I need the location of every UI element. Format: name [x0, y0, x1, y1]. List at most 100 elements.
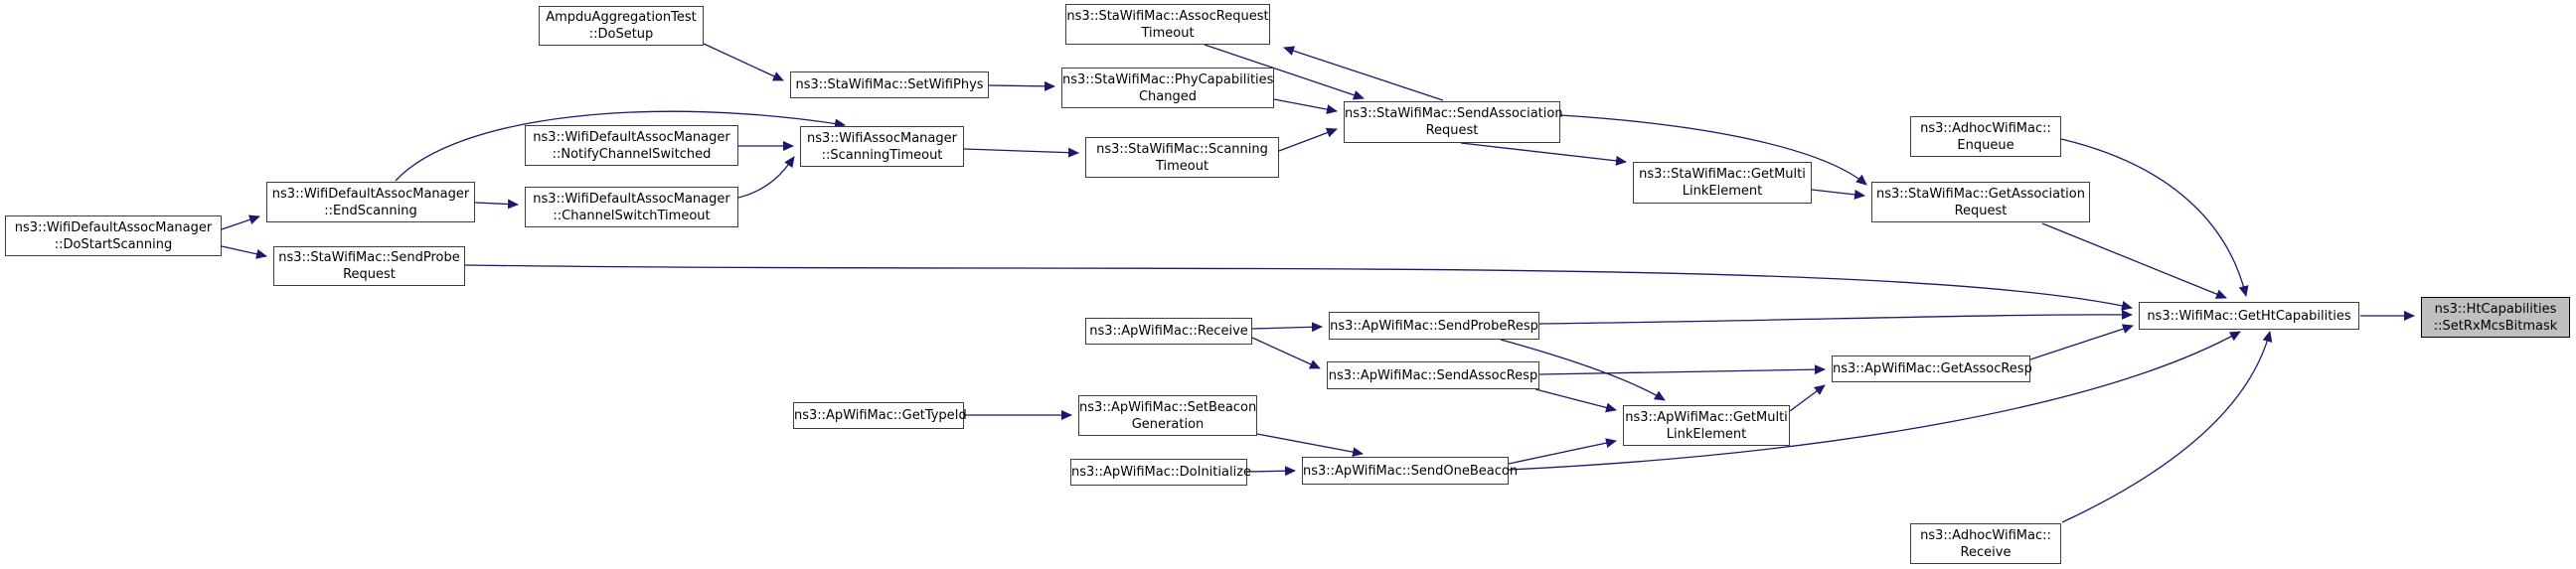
node-label: ns3::ApWifiMac::SendAssocResp — [1328, 367, 1538, 383]
node-label: Changed — [1138, 88, 1198, 104]
edge-send-assoc-resp-to-ap-get-multi-link — [1534, 388, 1617, 413]
node-label: ns3::WifiMac::GetHtCapabilities — [2147, 308, 2351, 324]
node-label: ns3::StaWifiMac::SendAssociation — [1345, 106, 1563, 121]
edge-send-association-request-to-sta-get-association-request — [1559, 114, 1867, 186]
node-label: ns3::WifiDefaultAssocManager — [14, 219, 213, 235]
node-sta-get-multi-link-element[interactable]: ns3::StaWifiMac::GetMulti LinkElement — [1633, 162, 1812, 204]
node-sta-phy-capabilities-changed[interactable]: ns3::StaWifiMac::PhyCapabilities Changed — [1061, 68, 1274, 108]
edge-do-start-scanning-to-send-probe-request — [221, 245, 267, 259]
node-sta-get-association-request[interactable]: ns3::StaWifiMac::GetAssociation Request — [1871, 182, 2090, 222]
node-channel-switch-timeout[interactable]: ns3::WifiDefaultAssocManager ::ChannelSw… — [525, 187, 738, 227]
node-label: ns3::StaWifiMac::Scanning — [1096, 141, 1268, 157]
node-label: ::SetRxMcsBitmask — [2433, 318, 2558, 334]
edge-set-wifi-phys-to-phy-capabilities-changed — [988, 80, 1055, 91]
node-notify-channel-switched[interactable]: ns3::WifiDefaultAssocManager ::NotifyCha… — [525, 125, 738, 166]
edge-ap-receive-to-send-assoc-resp — [1251, 337, 1321, 369]
node-label: ns3::WifiDefaultAssocManager — [533, 191, 730, 207]
node-ap-do-initialize[interactable]: ns3::ApWifiMac::DoInitialize — [1070, 459, 1252, 486]
edge-channel-switch-timeout-to-scanning-timeout — [737, 156, 795, 199]
node-label: ns3::ApWifiMac::Receive — [1089, 324, 1248, 339]
node-sta-assoc-request-timeout[interactable]: ns3::StaWifiMac::AssocRequest Timeout — [1065, 4, 1270, 45]
edge-send-association-request-to-sta-get-multi-link — [1460, 142, 1627, 166]
node-sta-set-wifi-phys[interactable]: ns3::StaWifiMac::SetWifiPhys — [790, 71, 989, 98]
node-sta-scanning-timeout[interactable]: ns3::StaWifiMac::Scanning Timeout — [1085, 137, 1279, 178]
node-ap-send-one-beacon[interactable]: ns3::ApWifiMac::SendOneBeacon — [1302, 457, 1519, 485]
node-wifi-assoc-manager-scanning-timeout[interactable]: ns3::WifiAssocManager ::ScanningTimeout — [800, 126, 964, 167]
edge-adhoc-enqueue-to-get-ht-capabilities — [2060, 138, 2249, 297]
node-ampdu-aggregation-test-do-setup[interactable]: AmpduAggregationTest ::DoSetup — [539, 6, 704, 46]
node-ap-send-assoc-resp[interactable]: ns3::ApWifiMac::SendAssocResp — [1327, 361, 1539, 389]
node-label: Timeout — [1141, 25, 1195, 41]
node-label: ns3::StaWifiMac::GetMulti — [1639, 167, 1806, 182]
edge-end-scanning-to-scanning-timeout — [395, 110, 846, 182]
node-label: ns3::ApWifiMac::SetBeacon — [1079, 399, 1257, 415]
node-ap-send-probe-resp[interactable]: ns3::ApWifiMac::SendProbeResp — [1329, 312, 1539, 340]
edge-get-assoc-resp-to-get-ht-capabilities — [2029, 324, 2134, 360]
node-label: ns3::AdhocWifiMac:: — [1920, 527, 2051, 543]
node-label: Request — [343, 267, 396, 282]
edge-do-setup-to-set-wifi-phys — [703, 43, 784, 81]
node-label: ns3::ApWifiMac::GetTypeId — [794, 408, 967, 423]
edge-assoc-request-timeout-to-send-association-request — [1204, 44, 1365, 100]
node-label: Request — [1954, 203, 2008, 218]
edge-send-probe-resp-to-get-ht-capabilities — [1538, 309, 2133, 325]
node-label: ns3::StaWifiMac::AssocRequest — [1066, 8, 1269, 24]
edge-send-association-request-to-assoc-request-timeout — [1283, 46, 1444, 101]
node-label: ns3::ApWifiMac::SendProbeResp — [1330, 318, 1538, 334]
node-label: LinkElement — [1682, 184, 1763, 199]
node-label: ns3::StaWifiMac::SendProbe — [278, 250, 460, 265]
node-label: ns3::WifiDefaultAssocManager — [271, 186, 470, 202]
node-label: Enqueue — [1957, 137, 2014, 153]
edge-do-initialize-to-send-one-beacon — [1246, 466, 1296, 477]
node-label: ::EndScanning — [324, 203, 417, 218]
edge-adhoc-receive-to-get-ht-capabilities — [2061, 331, 2273, 523]
node-label: ns3::StaWifiMac::PhyCapabilities — [1062, 71, 1274, 87]
node-label: ns3::ApWifiMac::SendOneBeacon — [1303, 463, 1519, 479]
node-sta-send-probe-request[interactable]: ns3::StaWifiMac::SendProbe Request — [273, 246, 465, 286]
node-label: ::DoStartScanning — [54, 236, 173, 252]
edge-do-start-scanning-to-end-scanning — [221, 214, 260, 230]
node-label: ns3::ApWifiMac::GetAssocResp — [1833, 361, 2032, 376]
node-label: Request — [1425, 123, 1479, 138]
node-end-scanning[interactable]: ns3::WifiDefaultAssocManager ::EndScanni… — [266, 182, 475, 222]
edge-sta-get-association-request-to-get-ht-capabilities — [2041, 222, 2227, 299]
edge-send-one-beacon-to-get-ht-capabilities — [1508, 331, 2241, 471]
edge-scanning-timeout-to-sta-scanning-timeout — [963, 147, 1079, 158]
node-label: ns3::ApWifiMac::GetMulti — [1625, 409, 1788, 425]
node-wifi-mac-get-ht-capabilities[interactable]: ns3::WifiMac::GetHtCapabilities — [2139, 302, 2359, 330]
node-label: ::ScanningTimeout — [821, 147, 943, 163]
edge-ap-receive-to-send-probe-resp — [1251, 322, 1323, 333]
node-do-start-scanning[interactable]: ns3::WifiDefaultAssocManager ::DoStartSc… — [5, 215, 222, 256]
node-label: ns3::ApWifiMac::DoInitialize — [1071, 465, 1252, 480]
node-label: ns3::AdhocWifiMac:: — [1920, 120, 2051, 136]
node-label: Timeout — [1155, 158, 1209, 174]
node-label: ns3::StaWifiMac::GetAssociation — [1875, 186, 2085, 202]
node-sta-send-association-request[interactable]: ns3::StaWifiMac::SendAssociation Request — [1344, 101, 1563, 143]
node-label: AmpduAggregationTest — [546, 10, 697, 25]
node-label: Generation — [1131, 416, 1205, 432]
node-ap-get-multi-link-element[interactable]: ns3::ApWifiMac::GetMulti LinkElement — [1623, 405, 1790, 446]
edge-send-probe-request-to-get-ht-capabilities — [464, 264, 2133, 311]
node-ap-get-assoc-resp[interactable]: ns3::ApWifiMac::GetAssocResp — [1832, 356, 2032, 382]
node-ht-capabilities-set-rx-mcs-bitmask: ns3::HtCapabilities ::SetRxMcsBitmask — [2421, 297, 2570, 338]
edge-end-scanning-to-channel-switch-timeout — [474, 199, 519, 210]
node-label: ::NotifyChannelSwitched — [552, 146, 712, 162]
node-label: ns3::WifiAssocManager — [807, 130, 957, 146]
node-ap-receive[interactable]: ns3::ApWifiMac::Receive — [1085, 318, 1252, 345]
node-ap-get-type-id[interactable]: ns3::ApWifiMac::GetTypeId — [793, 402, 967, 429]
node-label: Receive — [1960, 544, 2012, 560]
node-label: ::ChannelSwitchTimeout — [553, 208, 711, 223]
node-label: ns3::WifiDefaultAssocManager — [533, 129, 730, 145]
edge-ap-get-multi-link-to-get-assoc-resp — [1789, 384, 1826, 412]
node-adhoc-enqueue[interactable]: ns3::AdhocWifiMac:: Enqueue — [1910, 116, 2061, 157]
edge-set-beacon-generation-to-send-one-beacon — [1256, 433, 1364, 458]
node-adhoc-receive[interactable]: ns3::AdhocWifiMac:: Receive — [1910, 523, 2061, 564]
edge-send-one-beacon-to-ap-get-multi-link — [1508, 438, 1617, 465]
node-label: ns3::HtCapabilities — [2434, 301, 2557, 317]
node-label: LinkElement — [1666, 426, 1747, 442]
edge-send-assoc-resp-to-get-assoc-resp — [1538, 364, 1826, 375]
edge-phy-capabilities-changed-to-send-association-request — [1273, 98, 1338, 115]
node-ap-set-beacon-generation[interactable]: ns3::ApWifiMac::SetBeacon Generation — [1078, 395, 1257, 436]
